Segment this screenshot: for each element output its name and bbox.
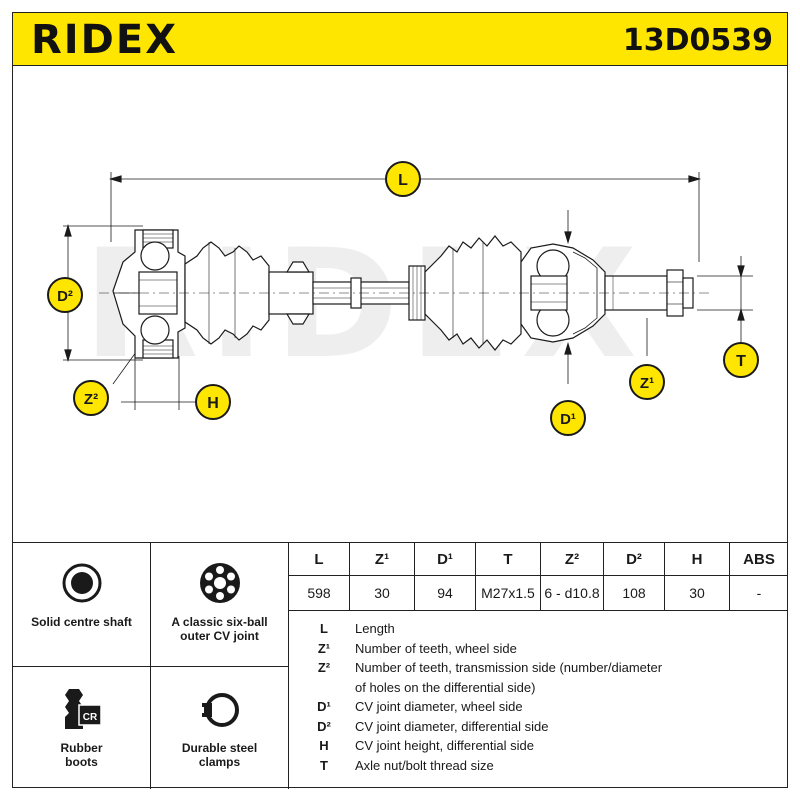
legend-key: H bbox=[319, 738, 329, 753]
svg-text:D¹: D¹ bbox=[560, 411, 576, 428]
steel-clamp-icon bbox=[200, 693, 239, 727]
spec-header: D¹ bbox=[414, 543, 476, 576]
legend-text: Axle nut/bolt thread size bbox=[355, 757, 494, 773]
spec-value-row: 598 30 94 M27x1.5 6 - d10.8 108 30 - bbox=[289, 575, 788, 611]
part-number: 13D0539 bbox=[622, 23, 773, 58]
spec-header: T bbox=[475, 543, 541, 576]
technical-drawing: RIDEX bbox=[12, 66, 788, 542]
spec-header: Z¹ bbox=[349, 543, 415, 576]
spec-value: 108 bbox=[603, 575, 665, 611]
spec-header: ABS bbox=[729, 543, 788, 576]
spec-header: Z² bbox=[540, 543, 604, 576]
legend-text: CV joint diameter, wheel side bbox=[355, 699, 523, 714]
feature-rubber-boots: CR Rubber boots bbox=[13, 667, 151, 789]
label-H: H bbox=[195, 384, 231, 420]
rubber-boot-icon: CR bbox=[65, 689, 102, 729]
legend-key: D² bbox=[317, 718, 331, 734]
spec-section: Solid centre shaft A classic six-ball ou… bbox=[12, 542, 788, 789]
label-T: T bbox=[723, 342, 759, 378]
spec-value: 94 bbox=[414, 575, 476, 611]
legend-key: D¹ bbox=[317, 699, 331, 714]
feature-six-ball-joint: A classic six-ball outer CV joint bbox=[151, 543, 289, 667]
drive-shaft-diagram: RIDEX bbox=[47, 161, 759, 436]
feature-steel-clamps: Durable steel clamps bbox=[151, 667, 289, 789]
spec-table: L Z¹ D¹ T Z² D² H ABS 598 30 94 M27x1.5 … bbox=[289, 543, 788, 611]
feature-label: A classic six-ball outer CV joint bbox=[171, 615, 268, 643]
legend-text: of holes on the differential side) bbox=[355, 679, 536, 695]
spec-value: - bbox=[729, 575, 788, 611]
legend: L Length Z¹ Number of teeth, wheel side Z²… bbox=[289, 613, 788, 789]
spec-header: D² bbox=[603, 543, 665, 576]
label-Z2: Z² bbox=[73, 380, 109, 416]
cr-badge: CR bbox=[83, 712, 98, 723]
feature-solid-shaft: Solid centre shaft bbox=[13, 543, 151, 667]
legend-text: Length bbox=[355, 621, 395, 636]
spec-value: 30 bbox=[664, 575, 730, 611]
feature-label: Rubber boots bbox=[60, 741, 103, 769]
spec-value: 6 - d10.8 bbox=[540, 575, 604, 611]
svg-text:D²: D² bbox=[57, 288, 73, 305]
spec-value: M27x1.5 bbox=[475, 575, 541, 611]
svg-text:L: L bbox=[398, 172, 408, 189]
svg-text:H: H bbox=[207, 395, 219, 412]
svg-text:Z²: Z² bbox=[84, 391, 98, 408]
label-Z1: Z¹ bbox=[629, 364, 665, 400]
label-D2: D² bbox=[47, 277, 83, 313]
header-bar: RIDEX 13D0539 bbox=[12, 12, 788, 66]
label-L: L bbox=[385, 161, 421, 197]
feature-label: Durable steel clamps bbox=[181, 741, 258, 769]
solid-shaft-icon bbox=[62, 563, 102, 603]
legend-text: CV joint height, differential side bbox=[355, 738, 534, 753]
feature-label: Solid centre shaft bbox=[31, 615, 132, 629]
svg-text:Z¹: Z¹ bbox=[640, 375, 654, 392]
svg-text:T: T bbox=[736, 353, 746, 370]
legend-text: CV joint diameter, differential side bbox=[355, 718, 549, 734]
label-D1: D¹ bbox=[550, 400, 586, 436]
brand-logo: RIDEX bbox=[31, 17, 179, 63]
legend-key: L bbox=[320, 621, 328, 636]
spec-header: L bbox=[289, 543, 350, 576]
spec-header: H bbox=[664, 543, 730, 576]
legend-text: Number of teeth, wheel side bbox=[355, 640, 517, 656]
legend-key: T bbox=[320, 757, 328, 773]
legend-key: Z² bbox=[317, 660, 331, 675]
spec-value: 598 bbox=[289, 575, 350, 611]
spec-value: 30 bbox=[349, 575, 415, 611]
six-ball-joint-icon bbox=[200, 563, 240, 603]
legend-key: Z¹ bbox=[317, 640, 331, 656]
spec-header-row: L Z¹ D¹ T Z² D² H ABS bbox=[289, 543, 788, 576]
legend-text: Number of teeth, transmission side (numb… bbox=[355, 660, 663, 675]
